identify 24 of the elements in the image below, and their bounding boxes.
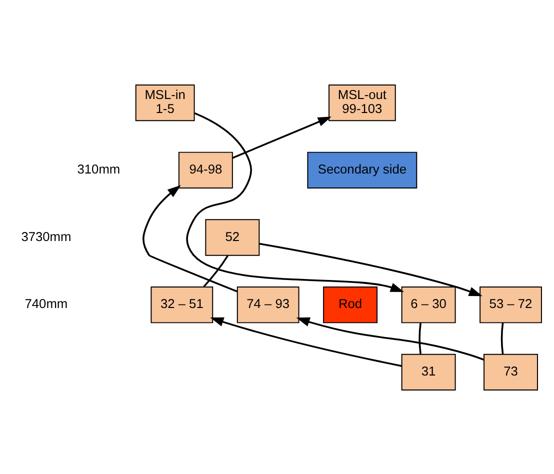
node-box: 74 – 93 <box>236 286 300 323</box>
node-box: Secondary side <box>307 151 418 188</box>
node-box: 94-98 <box>178 151 233 188</box>
arrow <box>210 316 402 366</box>
node-box: 52 <box>205 218 260 256</box>
arrow <box>259 242 482 296</box>
label: 3730mm <box>21 228 72 244</box>
node-box: 31 <box>401 353 456 390</box>
node-box: MSL-in 1-5 <box>135 84 195 121</box>
arrow <box>186 112 404 292</box>
node-box: 32 – 51 <box>150 286 214 323</box>
node-box: 73 <box>484 353 538 390</box>
label: 740mm <box>24 296 68 311</box>
node-box: Rod <box>323 286 378 323</box>
connector <box>500 322 504 354</box>
arrow <box>142 184 238 292</box>
connector <box>418 322 422 354</box>
node-box: MSL-out 99-103 <box>328 84 396 121</box>
label: 310mm <box>77 161 120 176</box>
node-box: 53 – 72 <box>480 286 542 323</box>
node-box: 6 – 30 <box>401 286 456 323</box>
arrow <box>232 116 332 158</box>
connector <box>203 254 229 287</box>
arrow <box>296 316 484 360</box>
